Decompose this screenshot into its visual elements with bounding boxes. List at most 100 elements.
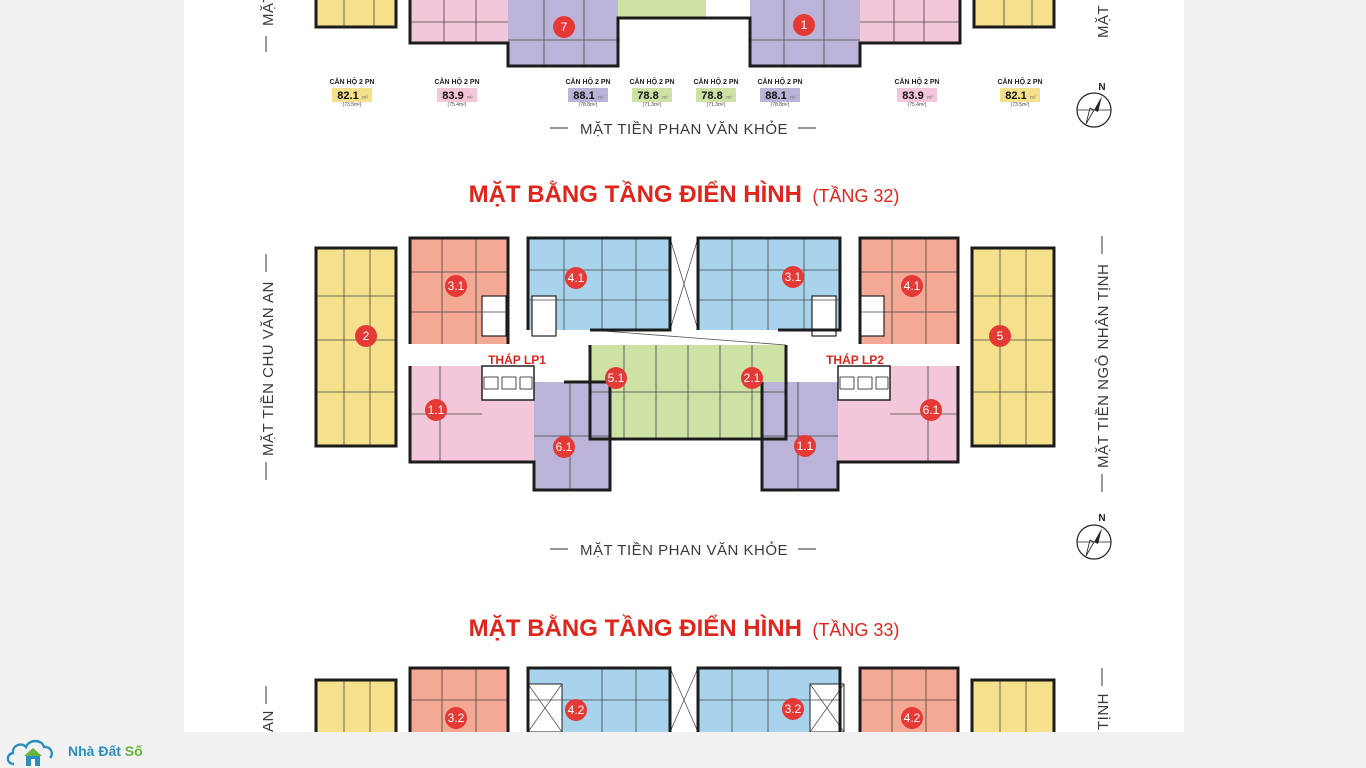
svg-text:7: 7 [561,20,568,34]
frontage-bottom-32: MẶT TIỀN PHAN VĂN KHỎE [550,541,816,559]
svg-text:(78.8m²): (78.8m²) [579,102,598,108]
svg-text:83.9: 83.9 [902,90,923,102]
compass-32-icon: N [1076,513,1112,560]
svg-text:CĂN HỘ 2 PN: CĂN HỘ 2 PN [434,77,479,86]
svg-text:MẶT TIỀN NGÔ NHÂN TỊNH: MẶT TIỀN NGÔ NHÂN TỊNH [1095,264,1112,468]
svg-text:3.1: 3.1 [785,270,802,284]
unit-badge-1-1-right: 1.1 [794,435,816,457]
svg-text:1: 1 [801,18,808,32]
svg-text:(71.3m²): (71.3m²) [643,102,662,108]
tower-label-lp2: THÁP LP2 [826,352,884,367]
logo-name-primary: Nhà Đất [68,743,121,759]
unit-badge-2: 2 [355,325,377,347]
section-32-subtitle: (TẦNG 32) [812,185,899,206]
floor-32-plan: 3.1 4.1 3.1 4.1 2 5 5.1 2.1 [314,236,1056,492]
side-label-right-33: TỊNH [1095,668,1112,730]
frontage-right-32: MẶT TIỀN NGÔ NHÂN TỊNH [1095,236,1112,492]
svg-text:m²: m² [467,95,473,101]
svg-text:m²: m² [790,95,796,101]
svg-text:MẶT TIỀN PHAN VĂN KHỎE: MẶT TIỀN PHAN VĂN KHỎE [580,541,788,559]
unit-badge-6-1-left: 6.1 [553,436,575,458]
svg-text:4.2: 4.2 [568,703,585,717]
svg-text:82.1: 82.1 [1005,90,1026,102]
svg-text:TỊNH: TỊNH [1095,693,1112,730]
svg-text:CĂN HỘ 2 PN: CĂN HỘ 2 PN [757,77,802,86]
unit-badge-1-1-left: 1.1 [425,399,447,421]
svg-text:78.8: 78.8 [701,90,722,102]
svg-text:MẶT TIỀN PHAN VĂN KHỎE: MẶT TIỀN PHAN VĂN KHỎE [580,120,788,138]
section-33-heading: MẶT BẰNG TẦNG ĐIỂN HÌNH (TẦNG 33) [469,614,900,642]
floor-33-plan: 3.2 4.2 3.2 4.2 [314,666,1056,732]
floor-plan-document: 7 1 MẶT MẶT CĂN HỘ 2 PN 82.1 m² (73.5m²)… [184,0,1184,732]
svg-text:(73.5m²): (73.5m²) [1011,102,1030,108]
frontage-left-32: MẶT TIỀN CHU VĂN AN [260,254,277,480]
svg-text:3.2: 3.2 [785,702,802,716]
unit-badge-4-1-right: 4.1 [901,275,923,297]
svg-text:CĂN HỘ 2 PN: CĂN HỘ 2 PN [565,77,610,86]
svg-text:m²: m² [927,95,933,101]
svg-text:1.1: 1.1 [797,439,814,453]
svg-text:CĂN HỘ 2 PN: CĂN HỘ 2 PN [997,77,1042,86]
unit-badge-3-1-left: 3.1 [445,275,467,297]
unit-badge-4-2-right: 4.2 [901,707,923,729]
cloud-house-icon [6,739,53,766]
svg-text:78.8: 78.8 [637,90,658,102]
compass-top-icon: N [1076,82,1112,128]
svg-text:(71.3m²): (71.3m²) [707,102,726,108]
caption-7: CĂN HỘ 2 PN 83.9 m² (75.4m²) [894,77,939,108]
unit-badge-3-2-right: 3.2 [782,698,804,720]
svg-text:5: 5 [997,329,1004,343]
svg-text:m²: m² [726,95,732,101]
svg-text:AN: AN [260,710,277,732]
unit-badge-3-2-left: 3.2 [445,707,467,729]
svg-text:(75.4m²): (75.4m²) [448,102,467,108]
caption-4: CĂN HỘ 2 PN 78.8 m² (71.3m²) [629,77,674,108]
svg-text:CĂN HỘ 2 PN: CĂN HỘ 2 PN [629,77,674,86]
site-logo[interactable]: Nhà Đất Số [4,734,143,768]
caption-1: CĂN HỘ 2 PN 82.1 m² (73.5m²) [329,77,374,108]
caption-5: CĂN HỘ 2 PN 78.8 m² (71.3m²) [693,77,738,108]
svg-text:88.1: 88.1 [765,90,786,102]
svg-text:(73.5m²): (73.5m²) [343,102,362,108]
unit-badge-5: 5 [989,325,1011,347]
svg-text:MẶT TIỀN CHU VĂN AN: MẶT TIỀN CHU VĂN AN [260,281,277,456]
tower-label-lp1: THÁP LP1 [488,352,546,367]
logo-text: Nhà Đất Số [68,743,143,759]
section-32-heading: MẶT BẰNG TẦNG ĐIỂN HÌNH (TẦNG 32) [469,180,900,208]
svg-text:4.1: 4.1 [568,271,585,285]
svg-text:83.9: 83.9 [442,90,463,102]
unit-badge-4-1-left: 4.1 [565,267,587,289]
svg-text:3.2: 3.2 [448,711,465,725]
svg-text:2.1: 2.1 [744,371,761,385]
unit-badge-6-1-right: 6.1 [920,399,942,421]
svg-text:CĂN HỘ 2 PN: CĂN HỘ 2 PN [329,77,374,86]
svg-text:(75.4m²): (75.4m²) [908,102,927,108]
side-label-left-33: AN [260,686,277,732]
top-unit-badge-7: 7 [553,16,575,38]
unit-badge-2-1: 2.1 [741,367,763,389]
logo-name-secondary: Số [124,743,143,759]
top-side-label-left: MẶT [260,0,277,26]
caption-2: CĂN HỘ 2 PN 83.9 m² (75.4m²) [434,77,479,108]
caption-3: CĂN HỘ 2 PN 88.1 m² (78.8m²) [565,77,610,108]
svg-text:4.1: 4.1 [904,279,921,293]
svg-text:N: N [1098,82,1105,93]
caption-8: CĂN HỘ 2 PN 82.1 m² (73.5m²) [997,77,1042,108]
svg-text:CĂN HỘ 2 PN: CĂN HỘ 2 PN [693,77,738,86]
section-33-subtitle: (TẦNG 33) [812,619,899,640]
unit-badge-5-1: 5.1 [605,367,627,389]
unit-badge-3-1-right: 3.1 [782,266,804,288]
svg-text:m²: m² [362,95,368,101]
svg-text:6.1: 6.1 [556,440,573,454]
caption-6: CĂN HỘ 2 PN 88.1 m² (78.8m²) [757,77,802,108]
svg-text:1.1: 1.1 [428,403,445,417]
svg-text:(78.8m²): (78.8m²) [771,102,790,108]
top-area-captions: CĂN HỘ 2 PN 82.1 m² (73.5m²) CĂN HỘ 2 PN… [329,77,1042,108]
svg-text:2: 2 [363,329,370,343]
svg-text:m²: m² [662,95,668,101]
section-33-title: MẶT BẰNG TẦNG ĐIỂN HÌNH [469,614,802,642]
floor-plan-canvas: 7 1 MẶT MẶT CĂN HỘ 2 PN 82.1 m² (73.5m²)… [260,0,1112,732]
top-side-label-right: MẶT [1095,5,1112,38]
top-floor-plan: 7 1 MẶT MẶT [260,0,1112,68]
svg-text:6.1: 6.1 [923,403,940,417]
